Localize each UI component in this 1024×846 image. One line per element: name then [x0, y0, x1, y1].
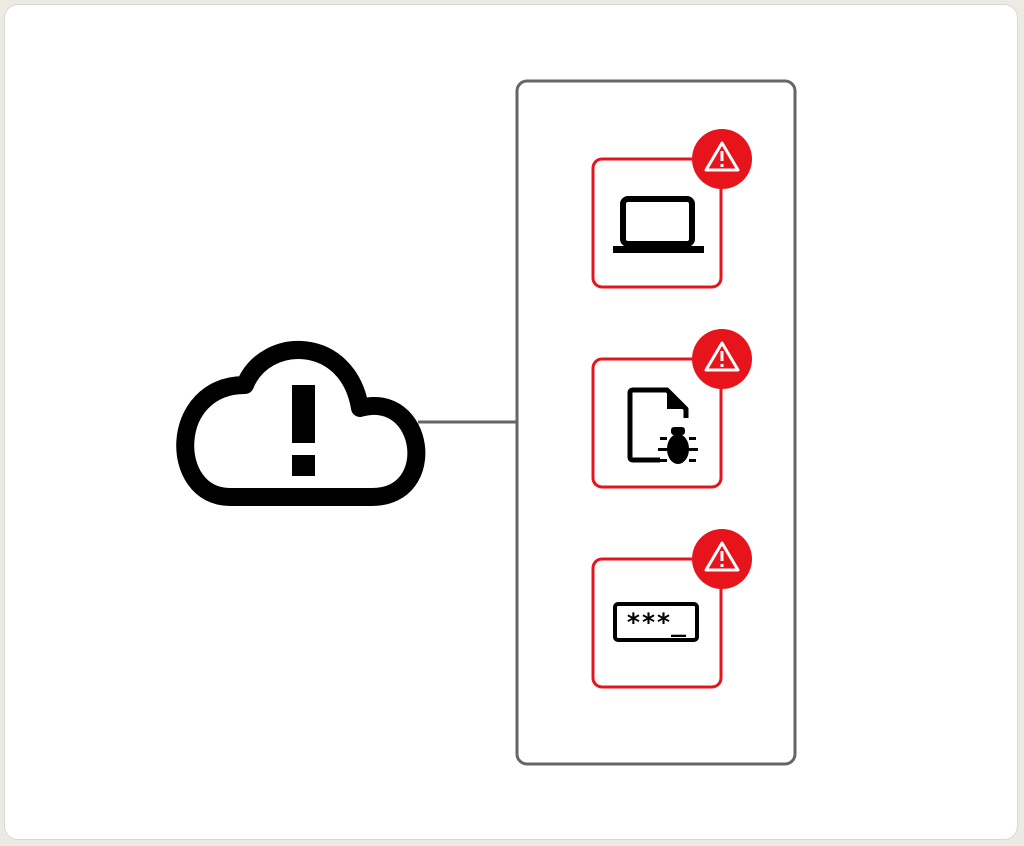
panel-item-password: ***_ [591, 529, 752, 689]
warning-badge [692, 329, 752, 389]
warning-icon [704, 341, 740, 372]
password-icon: ***_ [613, 602, 699, 642]
warning-icon [704, 141, 740, 172]
file-bug-icon [627, 387, 698, 464]
warning-badge [692, 529, 752, 589]
panel-item-laptop [591, 129, 752, 289]
panel-item-file-bug [591, 329, 752, 489]
password-mask-text: ***_ [626, 608, 687, 637]
warning-badge [692, 129, 752, 189]
cloud-alert-icon [176, 341, 426, 506]
laptop-icon [613, 196, 704, 253]
warning-icon [704, 541, 740, 572]
